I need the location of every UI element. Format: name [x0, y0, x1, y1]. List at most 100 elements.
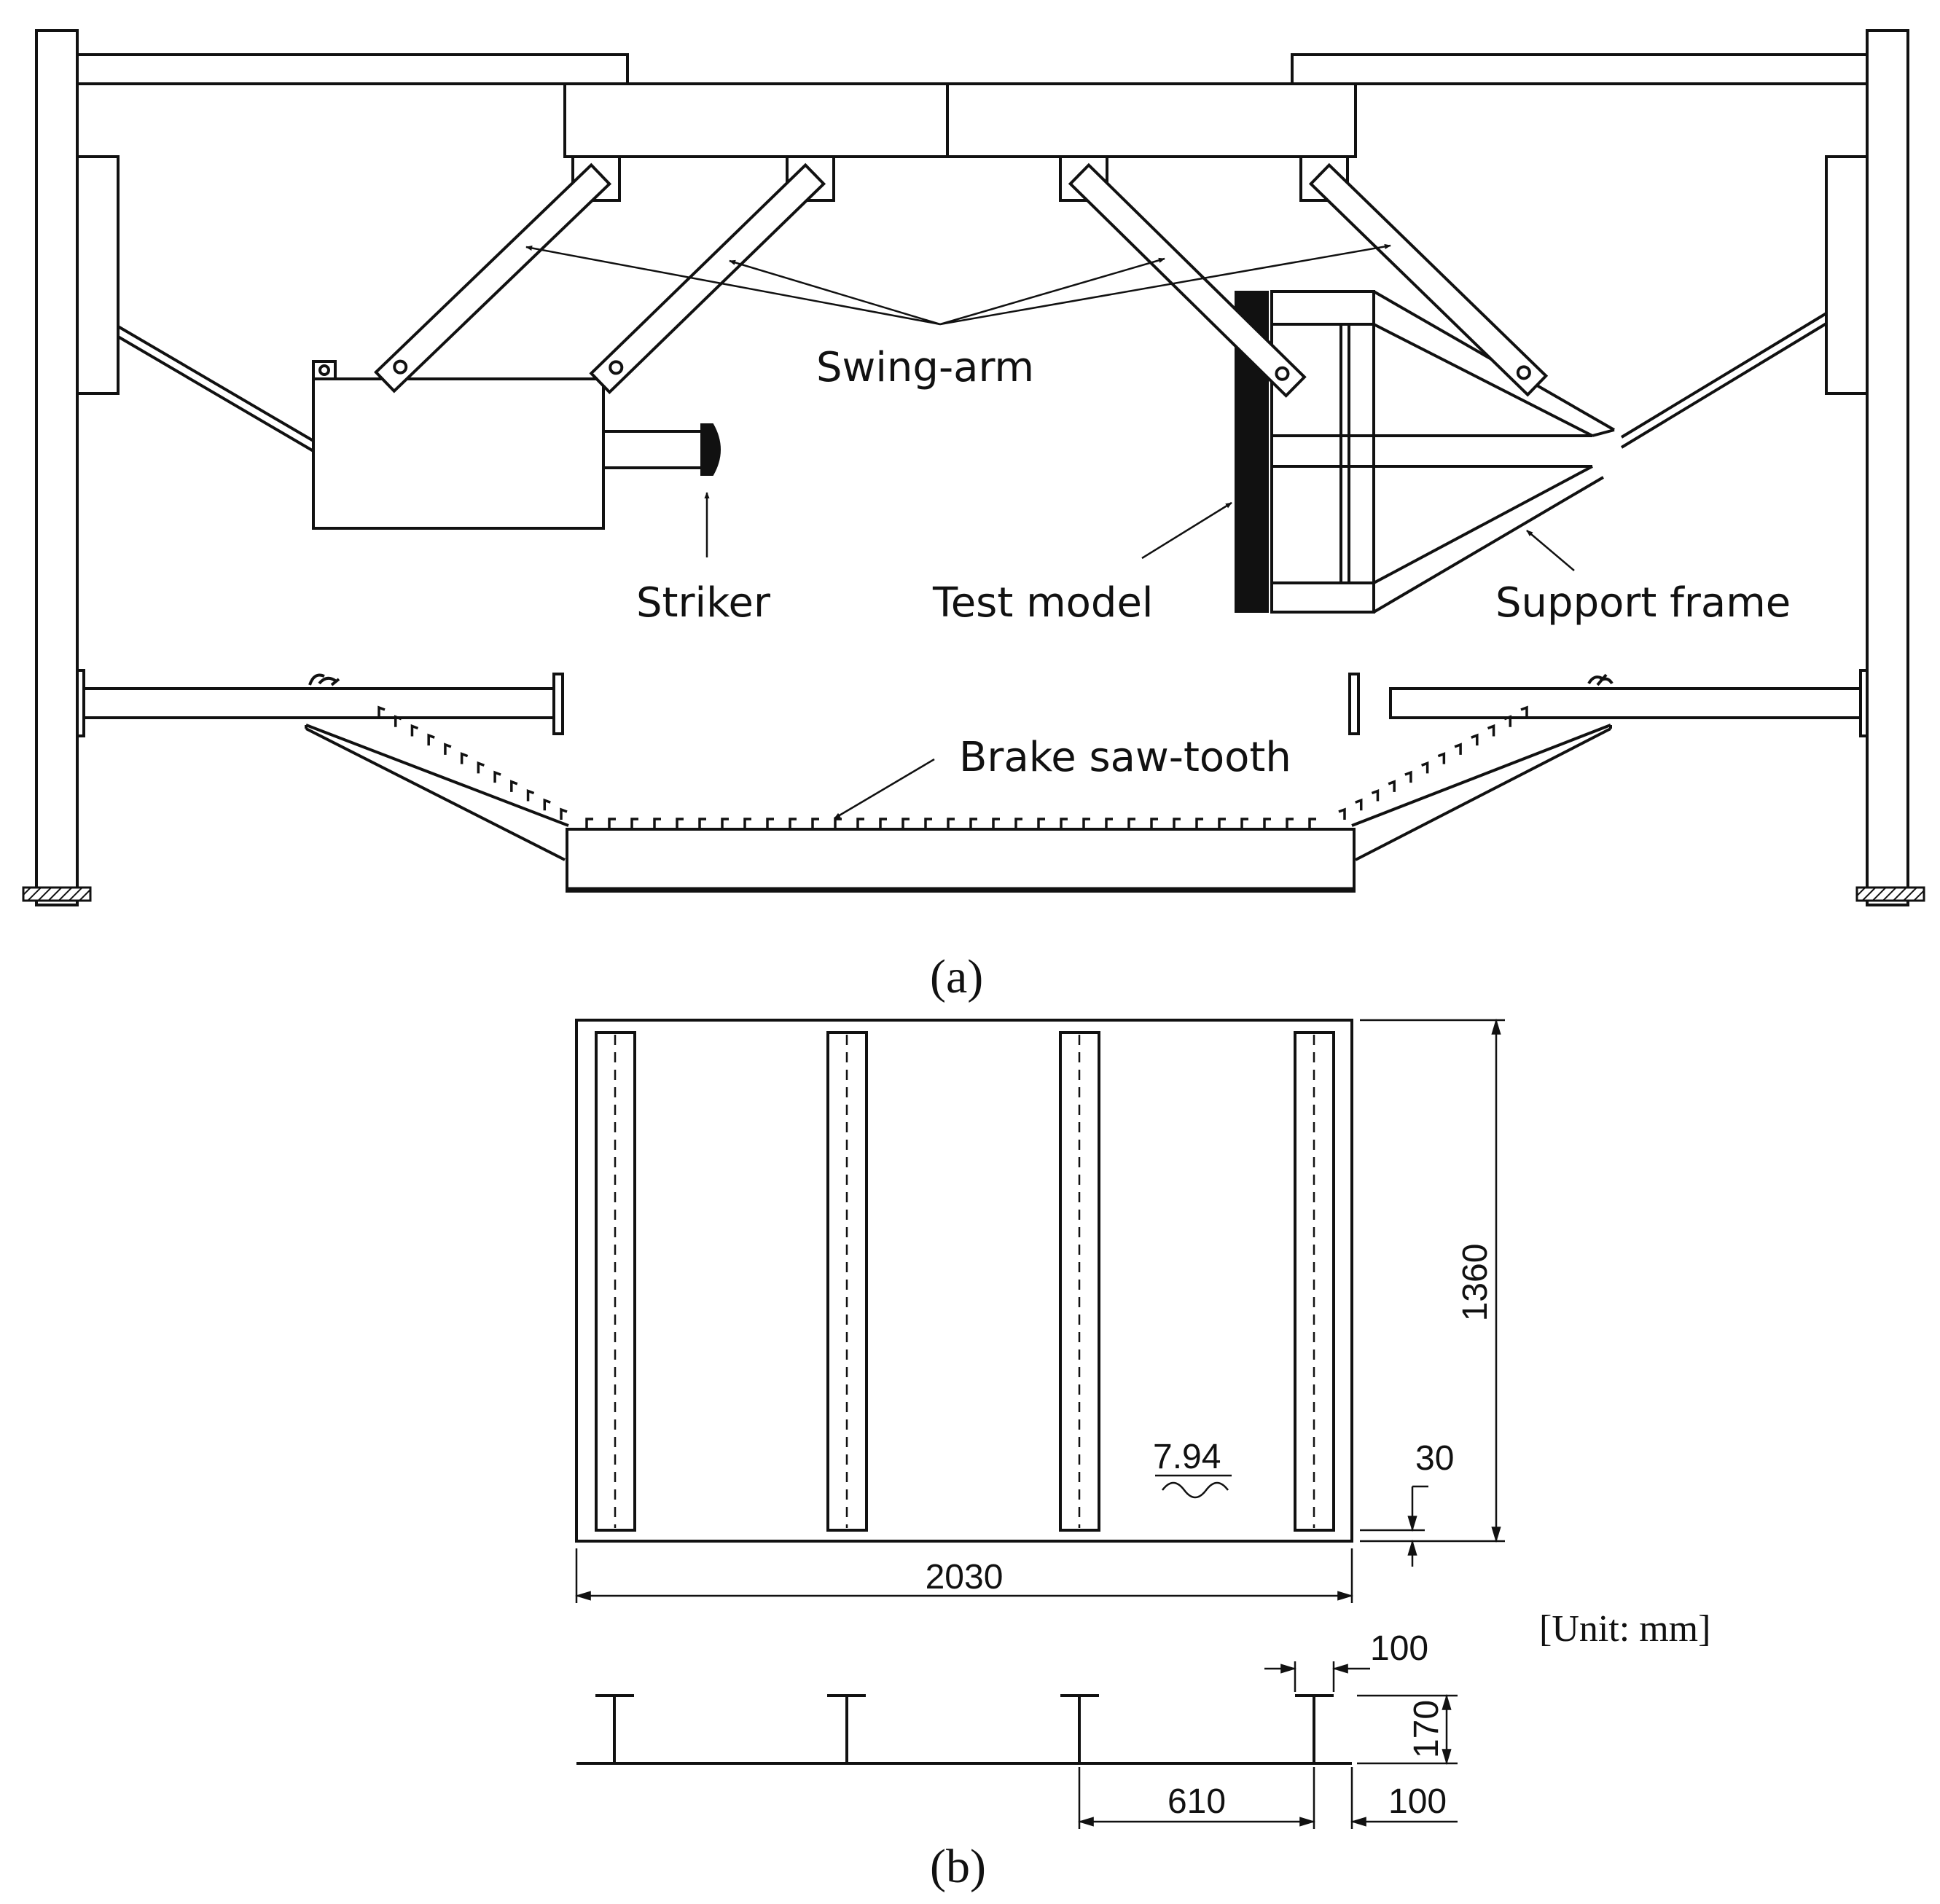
saw-tooth	[879, 818, 887, 829]
saw-tooth	[460, 752, 469, 764]
support-frame	[1270, 290, 1615, 614]
saw-tooth	[1037, 818, 1045, 829]
top-beam	[76, 53, 1869, 158]
unit-label: [Unit: mm]	[1539, 1608, 1710, 1650]
left-column	[22, 29, 120, 906]
saw-tooth	[543, 798, 551, 811]
saw-tooth	[608, 818, 616, 829]
saw-tooth	[947, 818, 955, 829]
lower-beams	[76, 669, 1869, 737]
saw-tooth	[676, 818, 684, 829]
plate-thickness-label: 7.94	[1153, 1438, 1221, 1476]
saw-tooth	[394, 715, 402, 727]
saw-tooth	[653, 818, 661, 829]
saw-tooth	[789, 818, 797, 829]
saw-tooth	[427, 733, 435, 746]
striker-head	[700, 423, 721, 476]
stiffener-height-dimension	[1357, 1693, 1458, 1766]
swing-arm-1	[374, 162, 612, 393]
saw-tooth	[1355, 798, 1363, 811]
saw-tooth	[1503, 715, 1512, 727]
saw-tooth	[1105, 818, 1113, 829]
saw-tooth	[585, 818, 593, 829]
saw-tooth	[1240, 818, 1248, 829]
saw-tooth	[1454, 743, 1462, 755]
support-frame-leader	[1526, 530, 1575, 571]
pivot-brackets	[571, 155, 1349, 202]
saw-tooth	[1421, 761, 1429, 774]
height-dimension	[1360, 1018, 1505, 1543]
saw-tooth	[1173, 818, 1181, 829]
saw-tooth	[721, 818, 729, 829]
left-stay	[117, 312, 1828, 453]
brake-rail	[305, 705, 1612, 893]
saw-tooth	[1371, 789, 1380, 802]
stiffened-panel-section: 100 170 610 100	[576, 1629, 1458, 1829]
saw-tooth	[1388, 780, 1396, 792]
saw-tooth	[1195, 818, 1203, 829]
saw-tooth	[901, 818, 910, 829]
flange-width-dimension	[1264, 1661, 1370, 1692]
edge-gap-label: 30	[1415, 1439, 1454, 1478]
saw-tooth	[856, 818, 864, 829]
support-frame-label: Support frame	[1495, 579, 1791, 627]
saw-tooth	[1338, 807, 1346, 820]
saw-tooth	[630, 818, 638, 829]
saw-tooth	[1263, 818, 1271, 829]
tee-stiffeners	[595, 1694, 1334, 1763]
saw-tooth	[1218, 818, 1226, 829]
saw-tooth	[1437, 752, 1446, 764]
panel-outline	[575, 1019, 1353, 1543]
brake-saw-tooth-leader	[834, 758, 935, 820]
stiffener-height-label: 170	[1407, 1700, 1446, 1758]
saw-tooth	[1150, 818, 1158, 829]
saw-tooth	[1014, 818, 1022, 829]
swing-arm-leaders	[525, 243, 1391, 326]
saw-tooth	[1520, 705, 1528, 718]
saw-tooth	[1308, 818, 1316, 829]
saw-tooth	[510, 780, 518, 792]
saw-tooth	[1404, 770, 1412, 783]
swing-arm-2	[589, 162, 826, 394]
striker-label: Striker	[636, 579, 771, 627]
saw-tooth	[378, 705, 386, 718]
spacing-dimension	[1077, 1767, 1458, 1829]
saw-tooth	[560, 807, 568, 820]
width-dimension-label: 2030	[926, 1558, 1004, 1597]
saw-tooth	[1286, 818, 1294, 829]
saw-tooth	[743, 818, 751, 829]
stiffener-spacing-label: 610	[1167, 1782, 1226, 1821]
saw-tooth	[493, 770, 501, 783]
flange-width-label: 100	[1370, 1629, 1428, 1668]
caption-b: (b)	[930, 1840, 986, 1893]
test-model-leader	[1141, 501, 1232, 560]
test-rig: Swing-arm Striker Test model Support fra…	[22, 29, 1925, 906]
saw-tooth	[924, 818, 932, 829]
end-margin-label: 100	[1388, 1782, 1447, 1821]
striker-carriage	[312, 360, 707, 530]
saw-tooth	[444, 743, 452, 755]
thickness-wave	[1162, 1481, 1229, 1499]
saw-tooth	[834, 818, 842, 829]
swing-arm-label: Swing-arm	[816, 344, 1034, 391]
edge-gap-dimension	[1360, 1485, 1428, 1567]
swing-arm-4	[1308, 162, 1549, 397]
stiffened-panel-plan: 7.94 1360 30 2030 [Unit: mm]	[574, 1018, 1710, 1650]
saw-tooth	[526, 789, 535, 802]
test-model-label: Test model	[932, 579, 1153, 627]
stiffeners-plan	[595, 1031, 1335, 1532]
height-dimension-label: 1360	[1456, 1244, 1495, 1322]
saw-tooth	[766, 818, 774, 829]
caption-a: (a)	[930, 950, 983, 1003]
saw-tooth	[1127, 818, 1135, 829]
saw-tooth	[477, 761, 485, 774]
saw-tooth	[1471, 733, 1479, 746]
right-column	[1825, 29, 1925, 906]
saw-tooth	[992, 818, 1000, 829]
saw-tooth	[811, 818, 819, 829]
width-dimension	[574, 1548, 1354, 1603]
saw-tooth	[1060, 818, 1068, 829]
saw-tooth	[410, 724, 419, 737]
